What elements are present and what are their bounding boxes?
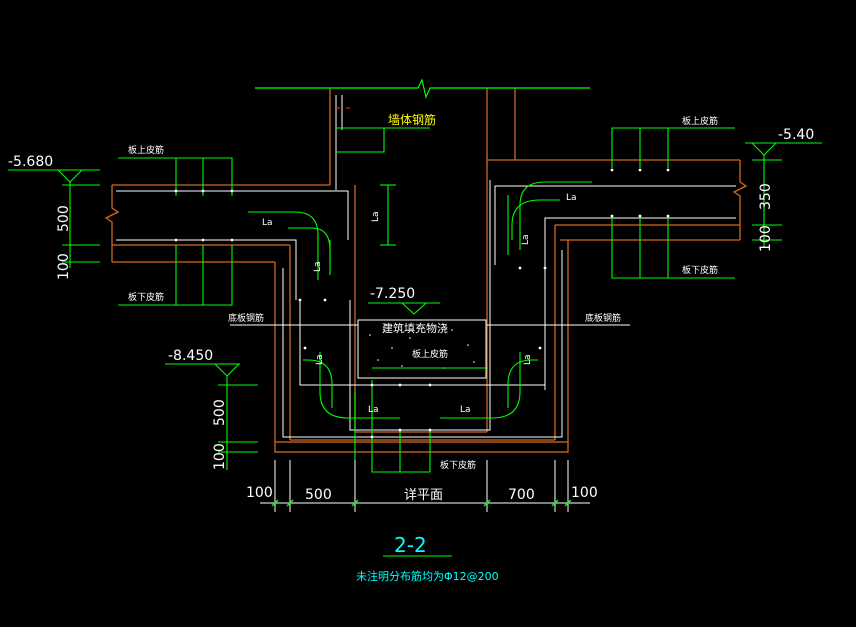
top-break-line xyxy=(255,78,590,99)
lap-label-4: La xyxy=(566,193,577,203)
dim-bottom-500: 500 xyxy=(305,487,332,503)
lap-label-7: La xyxy=(368,405,379,415)
label-base-rebar-left: 底板钢筋 xyxy=(228,312,264,324)
label-pit-slab-top: 板上皮筋 xyxy=(412,348,448,360)
lap-label-1: La xyxy=(262,218,273,228)
lap-label-2: La xyxy=(371,211,381,222)
green-bars xyxy=(8,127,822,473)
rebar-lines xyxy=(116,95,736,438)
section-title: 2-2 xyxy=(394,533,427,557)
label-wall-rebar: 墙体钢筋 xyxy=(388,112,436,127)
elevation-pit-top: -7.250 xyxy=(370,286,415,302)
label-right-slab-bottom: 板下皮筋 xyxy=(682,264,718,276)
dimension-ticks xyxy=(271,499,572,507)
distribution-note: 未注明分布筋均为Φ12@200 xyxy=(356,569,499,583)
lap-label-8: La xyxy=(460,405,471,415)
label-fill-concrete: 建筑填充物浇 xyxy=(382,321,448,335)
label-pit-slab-bottom: 板下皮筋 xyxy=(440,459,476,471)
lap-label-6: La xyxy=(315,354,325,365)
label-left-slab-bottom: 板下皮筋 xyxy=(128,291,164,303)
label-left-slab-top: 板上皮筋 xyxy=(128,144,164,156)
dim-left-100: 100 xyxy=(56,253,72,280)
dim-right-100: 100 xyxy=(758,225,774,252)
drawing-text: -5.680 -5.40 -7.250 -8.450 500 100 350 1… xyxy=(8,112,814,583)
elevation-pit-bottom: -8.450 xyxy=(168,348,213,364)
dim-bottom-100-left: 100 xyxy=(246,485,273,501)
dim-left-500: 500 xyxy=(56,205,72,232)
elevation-left-top: -5.680 xyxy=(8,154,53,170)
concrete-outline xyxy=(104,88,748,453)
dim-pit-500: 500 xyxy=(212,399,228,426)
bar-dots xyxy=(174,168,670,439)
dim-pit-100: 100 xyxy=(212,443,228,470)
dim-bottom-700: 700 xyxy=(508,487,535,503)
lap-label-9: La xyxy=(523,354,533,365)
elevation-right-top: -5.40 xyxy=(778,127,814,143)
lap-label-5: La xyxy=(521,234,531,245)
lap-label-3: La xyxy=(313,261,323,272)
label-right-slab-top: 板上皮筋 xyxy=(682,115,718,127)
label-base-rebar-right: 底板钢筋 xyxy=(585,312,621,324)
dim-bottom-100-right: 100 xyxy=(571,485,598,501)
dim-bottom-detail: 详平面 xyxy=(404,488,443,503)
dim-right-350: 350 xyxy=(758,183,774,210)
